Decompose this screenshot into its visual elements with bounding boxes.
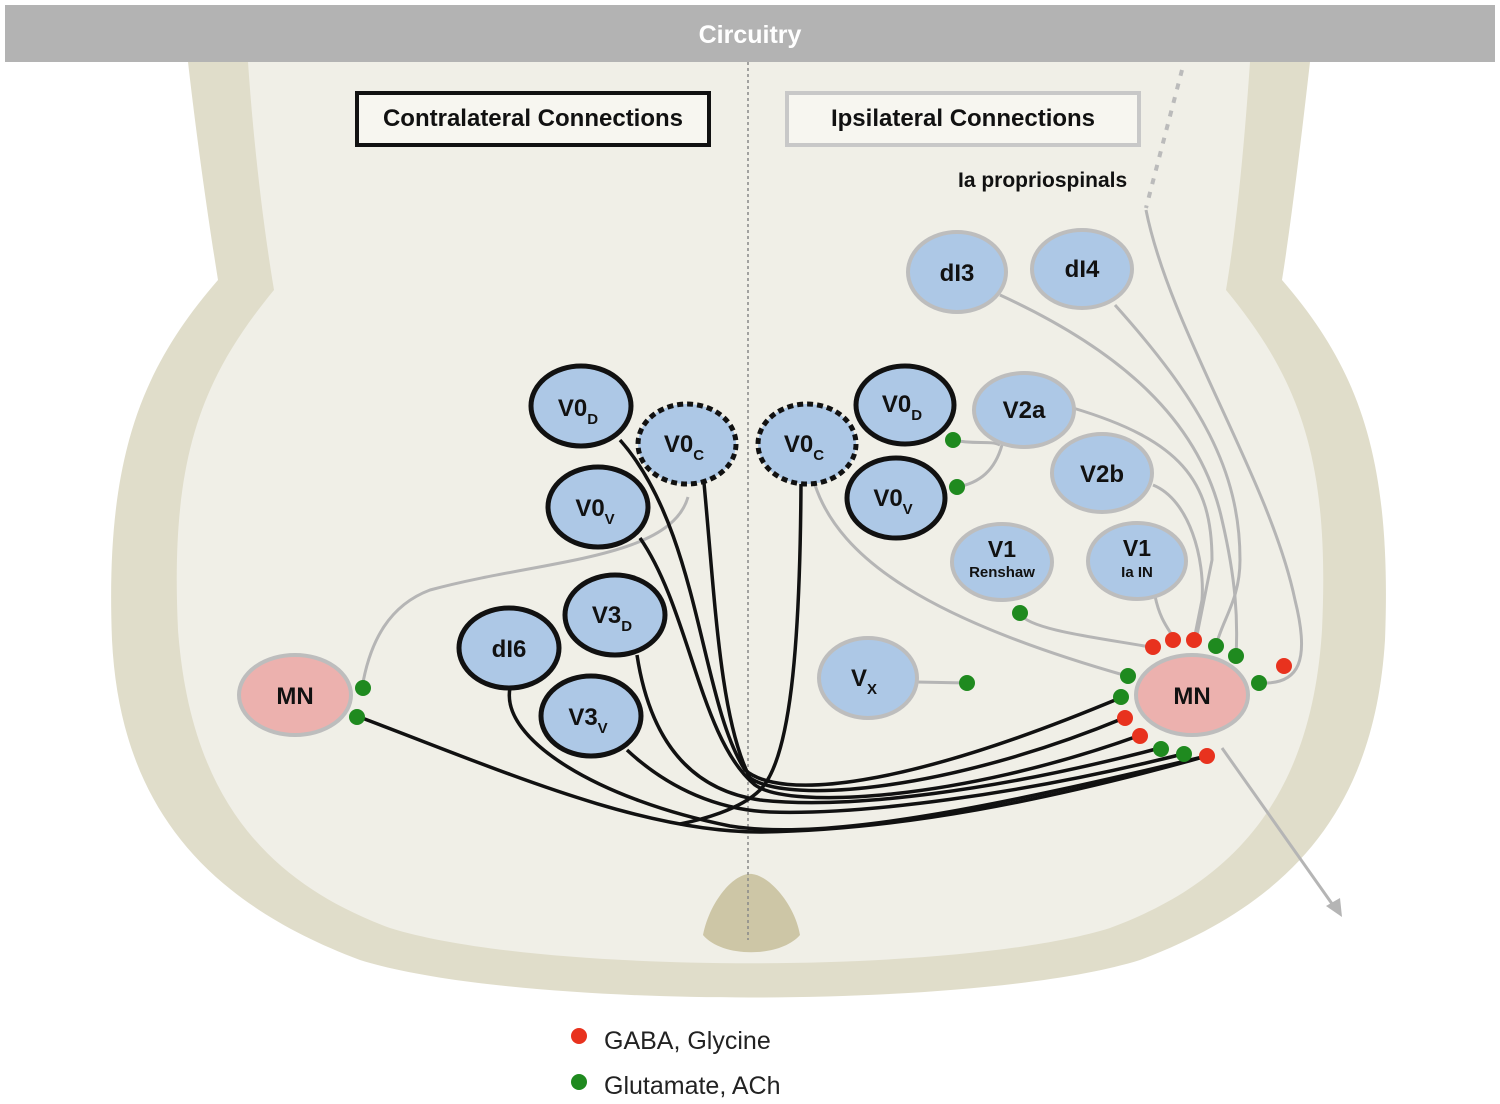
v1-renshaw [950,522,1054,602]
synapse-inhibitory [1132,728,1148,744]
legend-excitatory-dot [571,1074,587,1090]
v0c-left [635,401,739,487]
v2a [972,371,1076,449]
v0c-right-axon [813,484,1128,678]
legend-inhibitory-label: GABA, Glycine [604,1027,771,1055]
v0v-left-label: V0V [575,495,614,528]
synapse-excitatory [355,680,371,696]
v3d-axon [635,654,1161,805]
v1-iain [1086,521,1188,601]
synapses [349,432,1292,764]
synapse-inhibitory [1165,632,1181,648]
header-title: Circuitry [698,21,802,49]
v0v-right-label: V0V [873,485,912,518]
mn-right-label: MN [1173,683,1210,710]
contralateral-box [355,91,711,147]
synapse-excitatory [1012,605,1028,621]
synapse-excitatory [1153,741,1169,757]
synapse-inhibitory [1145,639,1161,655]
vx [817,636,919,720]
neurons: MN MN V0D V0C V0V V3D dI6 V3V V0C V0D V0… [237,228,1250,759]
di6 [456,605,562,691]
ia-propriospinal-axon [1144,209,1303,685]
v1-iain-sub: Ia IN [1121,564,1153,581]
v1-renshaw-main: V1 [988,536,1016,562]
ventral-fissure [703,873,800,953]
legend-inhibitory-dot [571,1028,587,1044]
v0c-right-axon-black [679,483,803,826]
synapse-excitatory [1113,689,1129,705]
vx-label: VX [851,665,877,698]
synapse-inhibitory [1186,632,1202,648]
legend-excitatory-label: Glutamate, ACh [604,1072,780,1100]
mn-motor-axon [1220,747,1337,909]
di6-axon [507,687,1208,832]
contralateral-connections [361,438,1208,834]
v3v-label: V3V [568,704,607,737]
mn-left-contralateral-axon [361,716,1208,834]
v3v [538,673,644,759]
v2b [1050,432,1154,514]
synapse-excitatory [349,709,365,725]
di3-label: dI3 [940,260,975,287]
motor-axon-arrowhead [1326,898,1342,917]
v1-renshaw-axon [1018,613,1151,649]
v2a-axon [1072,406,1214,641]
di3-axon [999,293,1239,657]
mn-right [1134,653,1250,737]
v1-iain-main: V1 [1123,535,1151,561]
ipsilateral-connections [360,209,1337,909]
v0v-left [545,464,651,550]
synapse-excitatory [1176,746,1192,762]
v3d-label: V3D [592,602,632,635]
v0c-left-to-mn [360,496,690,689]
legend: GABA, Glycine Glutamate, ACh [571,1027,780,1100]
contralateral-label: Contralateral Connections [383,105,683,132]
v0v-right [844,455,948,541]
v0c-right [755,401,859,487]
synapse-excitatory [1208,638,1224,654]
v1-renshaw-sub: Renshaw [969,564,1035,581]
synapse-inhibitory [1276,658,1292,674]
mn-left-label: MN [276,683,313,710]
mn-left [237,653,353,737]
di6-label: dI6 [492,636,527,663]
ipsilateral-box [785,91,1141,147]
v0d-right [853,363,957,447]
di4 [1030,228,1134,310]
di4-axon [1113,303,1242,647]
synapse-excitatory [949,479,965,495]
v2b-label: V2b [1080,461,1124,488]
synapse-excitatory [945,432,961,448]
synapse-inhibitory [1117,710,1133,726]
di4-label: dI4 [1065,256,1100,283]
synapse-excitatory [959,675,975,691]
v0c-left-label: V0C [664,431,704,464]
v0v-left-axon [638,537,1139,800]
v0c-left-axon [702,482,1125,793]
v2a-label: V2a [1003,397,1046,424]
ia-propriospinal-dotted [1144,69,1184,209]
v0d-right-label: V0D [882,391,922,424]
ia-propriospinals-label: Ia propriospinals [958,169,1127,192]
v3d [562,572,668,658]
v0d-left [528,363,634,449]
synapse-excitatory [1251,675,1267,691]
synapse-inhibitory [1199,748,1215,764]
v2b-axon [1152,483,1204,641]
header-bar: Circuitry [5,5,1495,62]
v3v-axon [625,748,1184,815]
v0c-right-label: V0C [784,431,824,464]
ipsilateral-label: Ipsilateral Connections [831,105,1095,132]
vx-axon [915,680,968,685]
synapse-excitatory [1120,668,1136,684]
di3 [906,230,1008,314]
synapse-excitatory [1228,648,1244,664]
v0d-left-label: V0D [558,395,598,428]
